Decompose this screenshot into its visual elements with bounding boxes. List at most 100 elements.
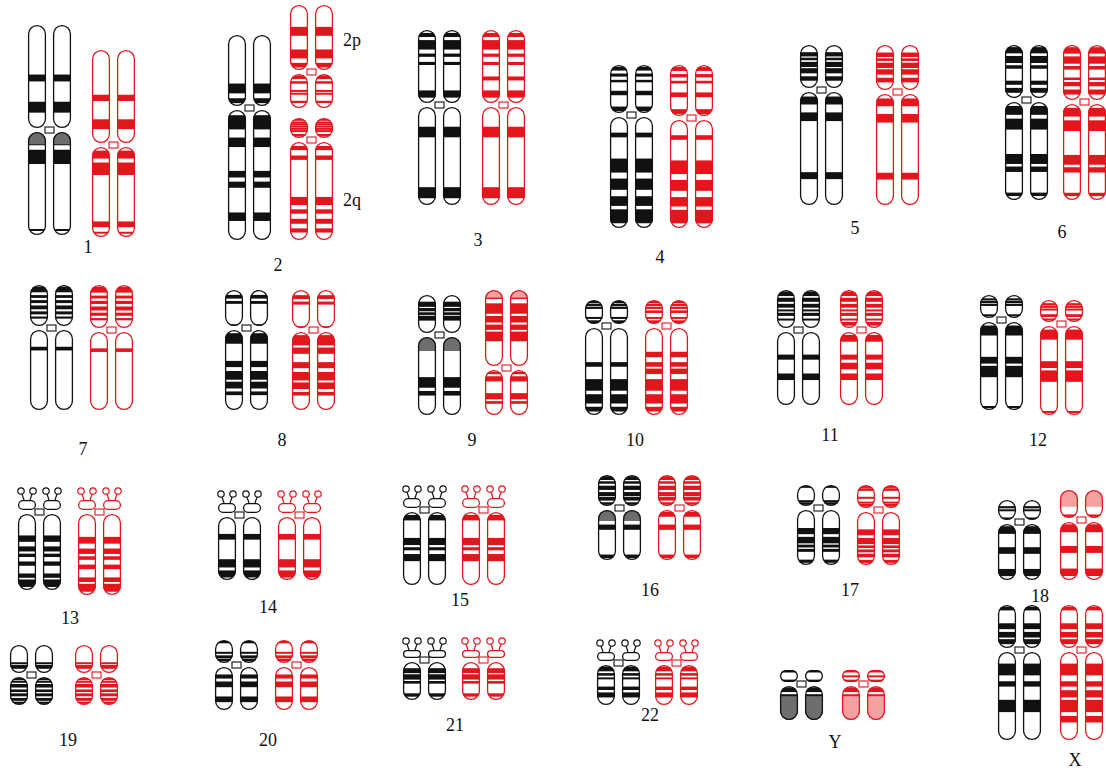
chromosome (876, 46, 919, 205)
centromere (794, 327, 803, 333)
band-group (428, 515, 446, 561)
chromosome-band (482, 90, 500, 97)
chromatid-outline (1086, 606, 1103, 648)
chromosome-band (610, 91, 628, 95)
chromatid-outline (902, 46, 919, 90)
band-group (695, 67, 713, 114)
chromosome-band (1085, 632, 1103, 638)
chromosome-band (857, 502, 875, 504)
band-group (800, 52, 818, 81)
chromosome-band (55, 317, 73, 319)
chromosome-band (403, 554, 421, 561)
centromere (295, 512, 304, 518)
chromosome-band (510, 401, 528, 404)
chromosome-band (510, 332, 528, 342)
band-group (218, 534, 236, 578)
chromatid-outline (806, 687, 823, 720)
chromatid-outline (803, 291, 820, 328)
satellite (487, 638, 493, 644)
centromere (1022, 97, 1031, 103)
chromosome-band (901, 98, 919, 106)
band-group (867, 687, 885, 720)
chromosome-band (655, 677, 673, 679)
chromatid-outline (684, 511, 701, 560)
chromosome-band (75, 698, 93, 701)
chromatid-outline (636, 118, 653, 228)
chromosome-band (1005, 326, 1023, 336)
chromosome-band (75, 684, 93, 688)
chromatid-outline (999, 501, 1016, 520)
chromosome-band (857, 545, 875, 548)
heterochromatin-band (418, 337, 436, 351)
chromatid-outline (216, 668, 233, 710)
chromosome-band (802, 298, 820, 302)
satellite (622, 640, 628, 646)
chromosome-band (90, 313, 108, 316)
satellite (428, 638, 434, 644)
chromatid-outline (611, 118, 628, 228)
chromatid-outline (93, 148, 110, 237)
chromosome-band (117, 119, 135, 129)
band-group (292, 295, 310, 328)
band-group (510, 290, 528, 341)
band-group (28, 132, 46, 231)
chromosome-band (53, 75, 71, 82)
centromere (435, 102, 444, 108)
chromatid-outline (44, 501, 61, 510)
chromatid-outline (623, 653, 640, 661)
chromosome-band (1088, 66, 1106, 70)
chromosome-number: 4 (656, 248, 665, 266)
chromatid-outline (1089, 105, 1106, 200)
chromosome-band (822, 545, 840, 548)
chromosome-band (598, 492, 616, 496)
chromosome-band (43, 554, 61, 557)
chromosome-band (403, 538, 421, 545)
satellite (415, 486, 421, 492)
chromosome-band (510, 303, 528, 313)
chromosome (78, 488, 121, 595)
chromosome-band (103, 556, 121, 560)
chromatid-outline (671, 121, 688, 228)
chromosome-band (225, 371, 243, 380)
band-group (10, 678, 28, 704)
chromosome-band (1065, 361, 1083, 368)
band-group (597, 667, 615, 698)
chromosome-band (1065, 370, 1083, 381)
chromosome-band (680, 673, 698, 676)
band-group (1085, 490, 1103, 517)
chromosome-band (1005, 357, 1023, 364)
satellite-stalk (432, 644, 434, 650)
chromatid-outline (858, 486, 875, 508)
chromosome-band (1060, 690, 1078, 697)
chromosome-band (418, 40, 436, 49)
chromosome (290, 119, 333, 240)
chromosome-band (800, 112, 818, 121)
band-group (1005, 326, 1023, 408)
chromosome-number: 13 (61, 609, 79, 627)
chromatid-outline (76, 678, 93, 705)
chromatid-outline (293, 291, 310, 328)
chromosome-band (876, 58, 894, 61)
centromere (435, 332, 444, 338)
chromosome-band (487, 668, 505, 673)
centromere (235, 512, 244, 518)
chromosome-number: 3 (474, 231, 483, 249)
chromosome-band (78, 577, 96, 582)
chromatid-outline (486, 291, 503, 366)
chromosome (610, 66, 653, 228)
chromatid-outline (118, 148, 135, 237)
band-group (507, 127, 525, 198)
chromosome (462, 486, 505, 585)
chromatid-outline (291, 143, 308, 240)
chromosome-band (55, 300, 73, 303)
band-group (290, 27, 308, 68)
chromatid-outline (463, 651, 480, 658)
band-group (30, 287, 48, 319)
chromosome-band (90, 318, 108, 320)
band-group (55, 347, 73, 351)
chromosome-band (18, 573, 36, 577)
satellite (597, 640, 603, 646)
chromatid-outline (681, 653, 698, 661)
chromatid-outline (1066, 301, 1083, 322)
chromosome-band (610, 209, 628, 223)
